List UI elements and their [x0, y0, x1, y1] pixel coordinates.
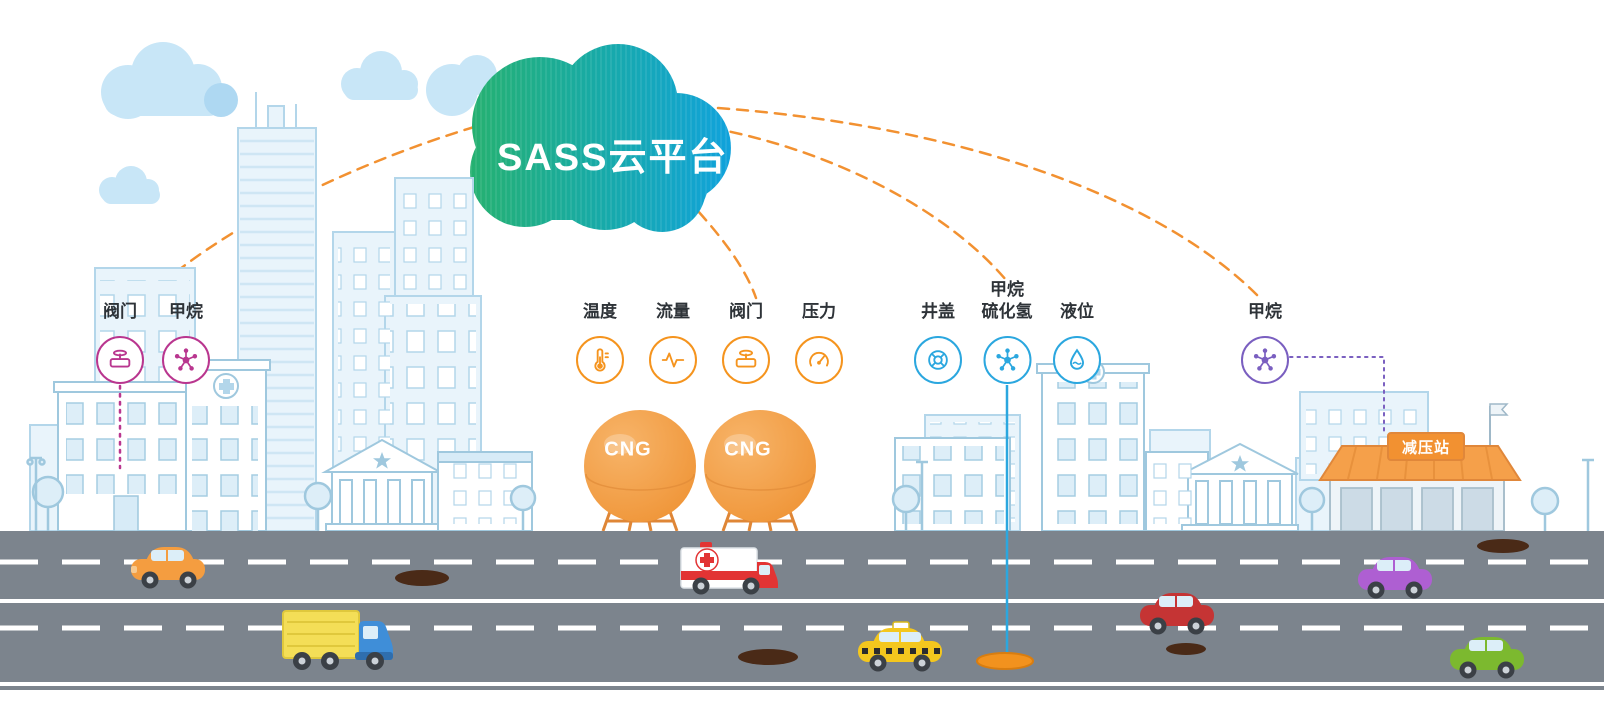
- sensor-pressure: 压力: [795, 301, 843, 384]
- road: [0, 385, 1604, 690]
- cng-tank-1: [584, 410, 696, 522]
- cloud-left-small: [99, 166, 160, 204]
- cloud-connection-lines: [146, 106, 1262, 300]
- gas-molecule-icon: [983, 336, 1031, 384]
- sensor-methane-station: 甲烷: [1241, 301, 1289, 384]
- sensor-valve-building: 阀门: [96, 301, 144, 384]
- trees-right: [891, 484, 1560, 531]
- cloud-left-medium: [341, 51, 418, 100]
- cng-tank-2: [704, 410, 816, 522]
- station-sign: [1387, 432, 1465, 461]
- purple-car: [1358, 557, 1432, 599]
- sensor-label: 温度: [583, 302, 617, 321]
- star-icon: [373, 452, 391, 469]
- sensor-label: 甲烷 硫化氢: [981, 280, 1033, 321]
- sensor-label: 甲烷: [1248, 302, 1282, 321]
- delivery-truck: [282, 610, 393, 670]
- star-icon: [1231, 455, 1249, 472]
- sensor-liquid-level: 液位: [1053, 301, 1101, 384]
- orange-car: [131, 547, 205, 589]
- street-lamps-right: [916, 458, 1594, 531]
- pressure-gauge-icon: [795, 336, 843, 384]
- trees-left: [31, 475, 537, 531]
- flow-icon: [649, 336, 697, 384]
- methane-molecule-icon: [1241, 336, 1289, 384]
- sensor-valve-cng: 阀门: [722, 301, 770, 384]
- ambulance: [680, 542, 778, 595]
- sensor-label: 液位: [1060, 302, 1094, 321]
- sensor-connection-lines: [118, 356, 1385, 470]
- sensor-label: 井盖: [921, 302, 955, 321]
- taxi: [858, 621, 942, 672]
- cloud-platform-label: SASS云平台: [497, 137, 729, 179]
- city-skyline-right: [891, 360, 1594, 532]
- monitored-manhole: [976, 652, 1034, 670]
- cng-tanks: [584, 410, 816, 532]
- liquid-level-icon: [1053, 336, 1101, 384]
- sensor-label: 阀门: [103, 302, 137, 321]
- city-skyline-left: [26, 92, 537, 532]
- street-lamp: [26, 456, 46, 531]
- sensor-temperature: 温度: [576, 301, 624, 384]
- sensor-manhole-cover: 井盖: [914, 301, 962, 384]
- sensor-label: 阀门: [729, 302, 763, 321]
- manhole-cover-icon: [914, 336, 962, 384]
- sky-clouds: [99, 42, 497, 204]
- sensor-methane-building: 甲烷: [162, 301, 210, 384]
- vehicles: [131, 542, 1524, 679]
- thermometer-icon: [576, 336, 624, 384]
- tank2-label: CNG: [724, 438, 772, 461]
- sensor-label: 流量: [656, 302, 690, 321]
- station-doors: [1340, 487, 1494, 532]
- sensor-flow: 流量: [649, 301, 697, 384]
- red-car: [1140, 593, 1214, 635]
- sensor-label: 压力: [802, 302, 836, 321]
- station-label: 减压站: [1401, 439, 1451, 457]
- green-car: [1450, 637, 1524, 679]
- sensor-methane-h2s: 甲烷 硫化氢: [982, 279, 1033, 384]
- sensor-label: 甲烷: [169, 302, 203, 321]
- valve-icon: [722, 336, 770, 384]
- tank1-label: CNG: [604, 438, 652, 461]
- valve-icon: [96, 336, 144, 384]
- cloud-left-large: [101, 42, 238, 119]
- manhole-patches: [395, 539, 1529, 665]
- flag-icon: [1489, 403, 1509, 416]
- pressure-station: [1299, 391, 1522, 532]
- methane-molecule-icon: [162, 336, 210, 384]
